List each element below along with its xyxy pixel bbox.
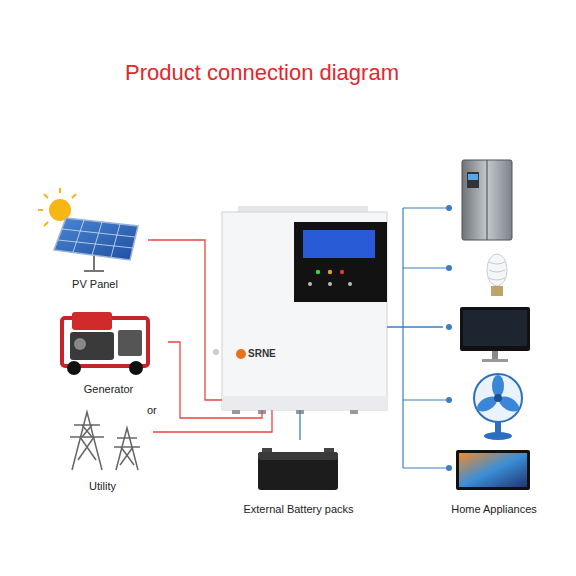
inverter-box: SRNE: [222, 212, 387, 410]
device-node: Utility: [52, 405, 153, 492]
bulb-icon: [487, 254, 507, 296]
battery-icon: [258, 448, 338, 490]
utility-tower-icon: [70, 412, 140, 470]
input-wire: [148, 240, 222, 400]
fan-icon: [474, 374, 522, 440]
monitor-icon: [460, 307, 530, 362]
device-node: PV Panel: [42, 190, 148, 290]
device-node: Home Appliances: [437, 150, 551, 515]
device-label: Generator: [49, 383, 168, 395]
tv-icon: [456, 450, 530, 490]
plug-icons: [446, 205, 452, 471]
output-wire: [387, 326, 443, 327]
note-label: or: [147, 404, 157, 416]
output-wire: [299, 410, 300, 440]
diagram-title: Product connection diagram: [92, 60, 432, 86]
device-label: Home Appliances: [437, 503, 551, 515]
pv-panel-icon: [54, 218, 138, 271]
input-wire: [153, 410, 272, 432]
input-wire: [168, 342, 262, 418]
generator-icon: [62, 312, 148, 375]
brand-logo: SRNE: [248, 348, 276, 359]
fridge-icon: [462, 160, 512, 240]
device-label: External Battery packs: [232, 503, 365, 515]
device-node: Generator: [49, 300, 168, 395]
device-label: PV Panel: [42, 278, 148, 290]
inverter-housing: [213, 206, 387, 414]
appliance-wiring: [403, 208, 446, 468]
device-label: Utility: [52, 480, 153, 492]
device-node: External Battery packs: [232, 440, 365, 515]
